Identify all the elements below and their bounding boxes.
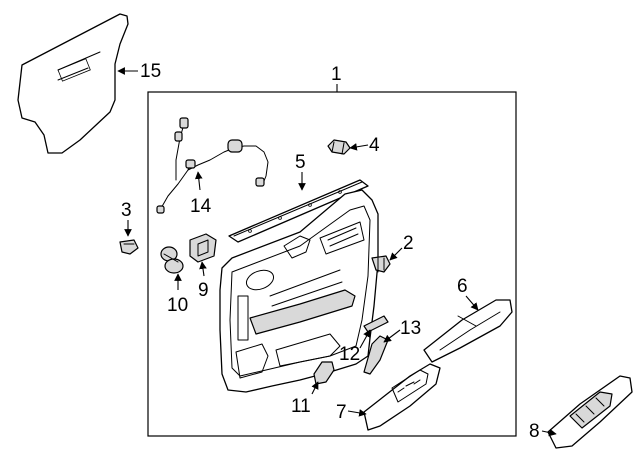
part-10-lamp-socket xyxy=(160,246,184,274)
callout-6: 6 xyxy=(457,276,468,297)
leader-7 xyxy=(347,409,367,417)
part-4-pin xyxy=(327,139,351,155)
leader-8 xyxy=(541,428,557,437)
callout-8: 8 xyxy=(529,421,540,442)
callout-13: 13 xyxy=(400,318,421,339)
callout-3: 3 xyxy=(121,200,132,221)
part-9-bracket xyxy=(189,233,217,263)
part-2-push-retainer xyxy=(371,255,391,273)
callout-15: 15 xyxy=(140,61,161,82)
callout-12: 12 xyxy=(339,344,360,365)
part-3-clip xyxy=(119,239,139,255)
part-15-water-shield xyxy=(17,13,129,154)
leader-12 xyxy=(359,329,371,349)
door-trim-panel xyxy=(219,189,379,393)
callout-4: 4 xyxy=(369,135,380,156)
callout-10: 10 xyxy=(167,295,188,316)
callout-5: 5 xyxy=(295,152,306,173)
leader-2 xyxy=(389,247,403,261)
assembly-frame xyxy=(147,91,517,437)
leader-13 xyxy=(383,329,401,343)
part-5-trim-strip xyxy=(228,179,369,243)
callout-11: 11 xyxy=(291,396,311,417)
leader-6 xyxy=(465,295,479,311)
callout-1: 1 xyxy=(331,64,342,85)
part-6-armrest-trim xyxy=(423,299,513,363)
callout-7: 7 xyxy=(336,402,347,423)
part-8-window-switch xyxy=(547,375,633,449)
part-13-bezel xyxy=(363,335,389,375)
part-14-wiring-harness xyxy=(156,117,269,214)
leader-4 xyxy=(349,143,369,151)
part-7-switch-bezel xyxy=(363,363,441,431)
callout-14: 14 xyxy=(190,196,212,217)
callout-2: 2 xyxy=(403,233,414,254)
leader-11 xyxy=(311,381,319,395)
callout-9: 9 xyxy=(198,280,209,301)
leader-14 xyxy=(194,171,203,191)
leader-9 xyxy=(199,261,207,277)
